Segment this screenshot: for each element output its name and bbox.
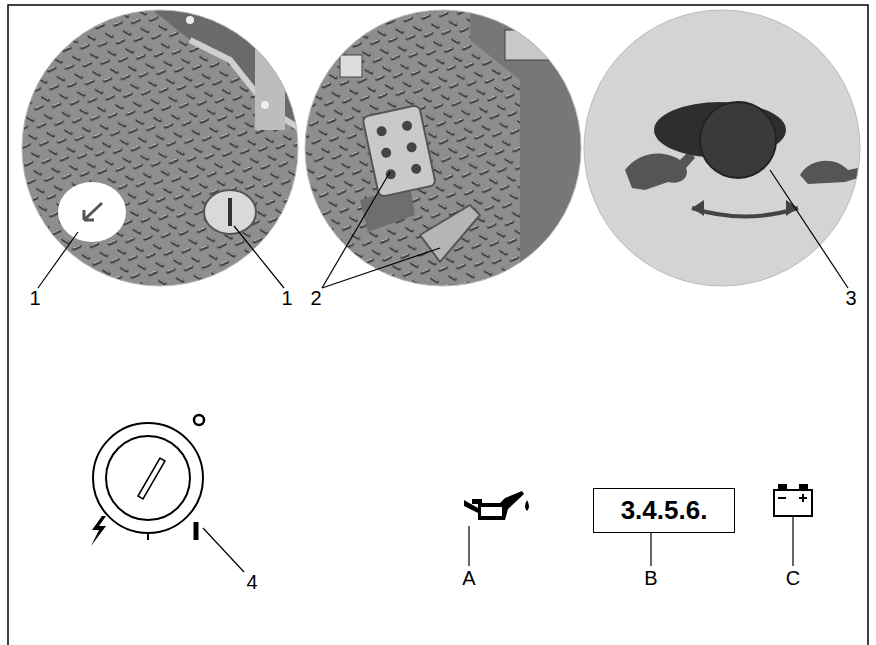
photo-floor-buttons-part <box>84 203 102 220</box>
oil-can-symbol-part <box>472 499 482 504</box>
photo-pedals-part-part <box>410 163 422 175</box>
photo-floor-buttons <box>20 8 302 290</box>
frame-border <box>8 5 868 645</box>
ignition-switch-symbol-part <box>194 415 204 425</box>
illustration-part <box>305 10 581 286</box>
leader-lines-part <box>650 531 651 566</box>
ignition-switch-symbol-part <box>91 516 106 546</box>
ignition-switch-symbol-part <box>194 522 199 540</box>
battery-symbol <box>774 485 812 516</box>
photo-floor-buttons-part <box>228 198 232 226</box>
photo-floor-buttons-part <box>20 8 302 290</box>
leader-lines-part <box>322 172 390 288</box>
photo-pedals-part-part <box>362 105 436 197</box>
photo-pedals-part <box>362 105 436 197</box>
oil-can-symbol-part <box>525 500 529 511</box>
photo-floor-buttons-part <box>190 40 302 130</box>
battery-symbol-part <box>800 485 807 490</box>
photo-pedals-part-part <box>406 141 418 153</box>
ignition-switch-symbol-part <box>106 436 190 520</box>
oil-can-symbol-part <box>464 500 478 513</box>
battery-symbol-part <box>774 490 812 516</box>
display-readout: 3.4.5.6. <box>606 496 722 525</box>
leader-lines-part <box>203 528 244 572</box>
callout-number: 1 <box>281 288 292 308</box>
photo-pedals-part-part <box>401 120 413 132</box>
callout-number: 2 <box>310 288 321 308</box>
photo-floor-buttons-part <box>186 16 194 24</box>
photo-pedals-part <box>340 55 362 77</box>
leader-lines-part <box>770 170 848 288</box>
oil-can-symbol-part <box>481 507 502 516</box>
photo-floor-buttons-part <box>204 190 256 234</box>
photo-floor-buttons-part <box>255 40 285 130</box>
photo-throttle-knob <box>584 8 866 290</box>
leader-lines-part <box>792 516 793 566</box>
callout-number: 3 <box>845 288 856 308</box>
display-box: 3.4.5.6. <box>593 488 735 533</box>
leader-lines-part <box>38 232 78 288</box>
callout-number: 4 <box>246 572 257 592</box>
photo-throttle-knob-part <box>692 208 798 217</box>
ignition-switch-symbol-part <box>147 534 149 540</box>
photo-throttle-knob-part <box>800 161 858 184</box>
leader-lines-part <box>322 248 440 288</box>
photo-pedals-part <box>303 8 585 290</box>
ignition-switch-symbol-part <box>138 458 165 499</box>
photo-pedals-part <box>470 8 585 290</box>
ignition-switch-symbol <box>91 415 204 546</box>
photo-throttle-knob-part <box>625 150 695 190</box>
leader-lines-part <box>468 526 469 566</box>
callout-number: 1 <box>29 288 40 308</box>
photo-pedals-part-part <box>380 147 392 159</box>
ignition-switch-symbol-part <box>93 423 203 533</box>
photo-throttle-knob-part <box>584 8 866 290</box>
leader-lines <box>38 170 848 572</box>
photo-pedals-part <box>420 205 480 262</box>
photo-throttle-knob-part <box>692 200 704 216</box>
callout-number: B <box>644 568 657 588</box>
leader-lines-part <box>234 226 284 288</box>
battery-symbol-part <box>799 494 807 502</box>
photo-pedals <box>303 8 585 290</box>
photo-floor-buttons-part <box>58 182 126 242</box>
photo-floor-buttons-part <box>261 101 269 109</box>
photo-pedals-part <box>505 30 575 60</box>
frame-border-part <box>8 5 868 645</box>
battery-symbol-part <box>778 497 786 499</box>
oil-can-symbol-part <box>478 491 524 520</box>
battery-symbol-part <box>779 485 786 490</box>
oil-can-symbol <box>464 491 529 520</box>
callout-number: C <box>786 568 800 588</box>
photo-pedals-part-part <box>376 125 388 137</box>
callout-number: A <box>462 568 475 588</box>
photo-throttle-knob-part <box>700 102 776 178</box>
illustration-part <box>22 10 298 286</box>
